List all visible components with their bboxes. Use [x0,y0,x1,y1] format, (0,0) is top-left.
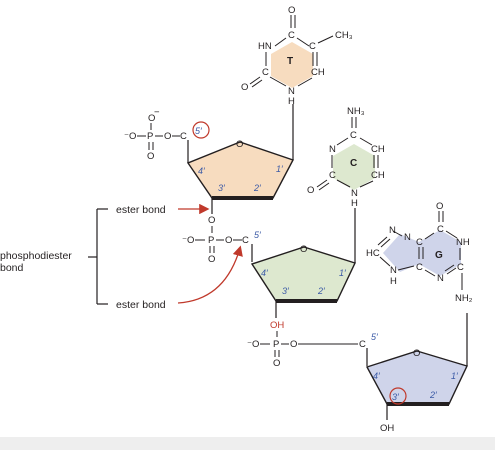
svg-text:2′: 2′ [317,286,325,296]
svg-text:⁻O: ⁻O [124,131,136,142]
svg-text:H: H [288,96,295,107]
svg-text:O: O [288,5,295,16]
svg-text:H: H [351,198,358,209]
guanine-base: O C NH C NH₂ N C C N N HC N [366,201,473,304]
svg-text:H: H [390,276,397,287]
phosphate-group-top: O − ⁻O P O C O 5′ [124,107,210,162]
svg-text:O: O [208,215,215,226]
svg-text:NH₂: NH₂ [455,293,473,304]
svg-text:P: P [273,339,279,350]
svg-text:1′: 1′ [339,268,346,278]
svg-text:4′: 4′ [373,371,380,381]
svg-text:C: C [416,237,423,248]
dna-phosphodiester-diagram: phosphodiester bond ester bond ester bon… [0,5,473,434]
svg-text:C: C [416,262,423,273]
svg-text:3′: 3′ [392,392,399,402]
svg-text:5′: 5′ [254,230,261,240]
svg-text:O: O [307,185,314,196]
svg-text:2′: 2′ [429,390,437,400]
svg-text:C: C [457,262,464,273]
svg-text:OH: OH [270,320,284,331]
svg-text:O: O [273,358,280,369]
svg-text:3′: 3′ [218,183,225,193]
svg-text:N: N [404,232,411,243]
svg-text:5′: 5′ [371,332,378,342]
svg-text:⁻O: ⁻O [247,339,259,350]
svg-text:1′: 1′ [276,164,283,174]
phosphodiester-label-line1: phosphodiester [0,250,72,262]
svg-text:2′: 2′ [253,183,261,193]
svg-text:5′: 5′ [195,126,202,136]
phosphodiester-bracket [88,208,108,305]
svg-text:C: C [262,67,269,78]
guanine-letter: G [435,250,443,261]
ester-bond-label-top: ester bond [116,204,166,216]
svg-text:C: C [180,131,187,142]
svg-text:C: C [309,41,316,52]
svg-text:CH: CH [371,170,385,181]
five-prime-highlight-circle [192,121,210,139]
svg-text:N: N [389,225,396,236]
svg-text:C: C [359,339,366,350]
svg-text:CH: CH [311,67,325,78]
ester-bond-label-bottom: ester bond [116,299,166,311]
svg-text:O: O [208,254,215,265]
svg-text:N: N [329,144,336,155]
svg-text:N: N [437,273,444,284]
svg-text:O: O [413,348,420,359]
svg-text:⁻O: ⁻O [182,235,194,246]
svg-text:O: O [241,82,248,93]
cytosine-letter: C [350,158,357,169]
svg-text:1′: 1′ [451,371,458,381]
svg-text:C: C [350,130,357,141]
svg-text:O: O [290,339,297,350]
svg-text:P: P [147,131,153,142]
svg-text:C: C [437,224,444,235]
svg-text:4′: 4′ [261,268,268,278]
svg-text:C: C [242,235,249,246]
svg-text:O: O [164,131,171,142]
ester-bond-arrow-bottom [177,245,243,304]
svg-text:N: N [390,265,397,276]
phosphodiester-label-line2: bond [0,262,24,274]
svg-text:CH: CH [371,144,385,155]
svg-text:C: C [288,30,295,41]
svg-text:C: C [329,170,336,181]
svg-text:NH: NH [456,237,470,248]
footer-strip [0,437,495,450]
svg-text:O: O [236,139,243,150]
svg-text:O: O [436,201,443,212]
three-prime-highlight-circle [389,387,407,405]
svg-text:−: − [154,107,160,118]
phosphate-group-bottom: OH ⁻O P O C 5′ O [247,320,378,369]
svg-text:HN: HN [258,41,272,52]
svg-text:O: O [225,235,232,246]
svg-text:OH: OH [380,423,394,434]
svg-text:4′: 4′ [198,166,205,176]
svg-text:N: N [351,188,358,199]
svg-text:O: O [300,244,307,255]
svg-text:O: O [147,151,154,162]
phosphate-group-middle: O ⁻O P O C 5′ O [182,215,261,265]
svg-text:3′: 3′ [282,286,289,296]
svg-text:CH₃: CH₃ [335,30,353,41]
svg-text:NH₃: NH₃ [347,106,365,117]
svg-text:N: N [288,86,295,97]
svg-text:O: O [148,113,155,124]
thymine-base: O C HN C CH₃ C CH O N H T [241,5,353,107]
cytosine-base: NH₃ C N CH C CH O N H C [307,106,385,209]
svg-text:HC: HC [366,248,380,259]
thymine-letter: T [287,56,293,67]
svg-text:P: P [208,235,214,246]
